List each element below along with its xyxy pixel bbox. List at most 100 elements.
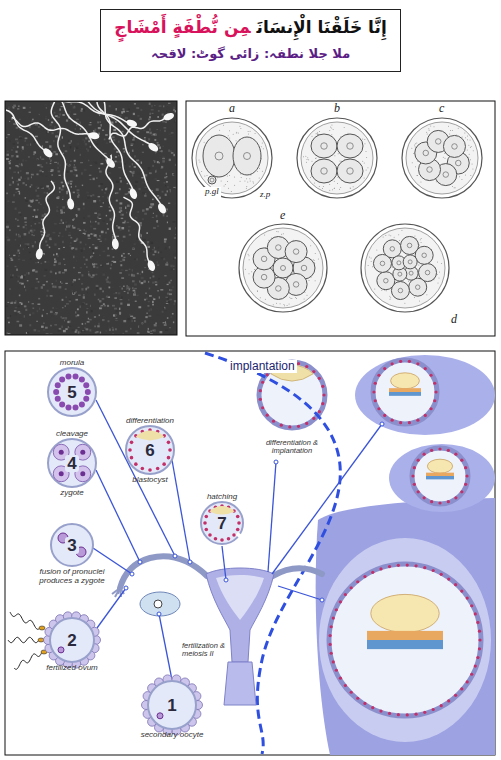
- sperm-micrograph: [136, 211, 137, 212]
- sperm-micrograph: [157, 142, 159, 143]
- sperm-micrograph: [170, 150, 171, 151]
- sperm-micrograph: [167, 298, 169, 300]
- sperm-micrograph: [147, 243, 148, 245]
- sperm-micrograph: [101, 231, 104, 233]
- sperm-micrograph: [6, 163, 8, 164]
- sperm-micrograph: [14, 310, 16, 311]
- sperm-micrograph: [118, 167, 121, 168]
- sperm-micrograph: [75, 147, 78, 149]
- sperm-micrograph: [95, 129, 97, 131]
- sperm-micrograph: [159, 162, 160, 163]
- sperm-micrograph: [126, 161, 128, 163]
- two-cell-egg: [199, 162, 200, 163]
- sperm-micrograph: [165, 321, 166, 323]
- eight-cell-egg: [293, 249, 299, 255]
- four-cell-egg: [305, 156, 306, 157]
- sperm-micrograph: [32, 119, 34, 121]
- sperm-micrograph: [152, 203, 154, 205]
- sperm-micrograph: [7, 332, 8, 334]
- sperm-micrograph: [88, 271, 89, 273]
- sperm-micrograph: [29, 112, 31, 113]
- sperm-micrograph: [18, 184, 19, 186]
- sperm-micrograph: [96, 237, 97, 238]
- sperm-micrograph: [80, 306, 81, 308]
- sperm-micrograph: [139, 280, 140, 282]
- four-cell-egg: [366, 169, 367, 170]
- two-cell-egg: [227, 181, 228, 182]
- sperm-micrograph: [23, 107, 26, 109]
- sperm-micrograph: [155, 323, 157, 324]
- six-cell-egg: [455, 160, 461, 166]
- sperm-micrograph: [62, 307, 64, 308]
- sperm-micrograph: [69, 143, 71, 144]
- sperm-micrograph: [153, 227, 156, 229]
- six-cell-egg: [415, 143, 416, 144]
- sperm-micrograph: [84, 247, 85, 249]
- sperm-micrograph: [105, 262, 108, 263]
- sperm-micrograph: [52, 286, 54, 288]
- sperm-micrograph: [19, 294, 20, 296]
- sperm-micrograph: [31, 232, 33, 233]
- sperm-micrograph: [68, 326, 70, 328]
- sperm-micrograph: [15, 307, 17, 308]
- eight-cell-egg: [248, 273, 249, 274]
- sperm-micrograph: [170, 316, 172, 317]
- sperm-micrograph: [72, 281, 74, 283]
- four-cell-egg: [297, 118, 377, 198]
- sperm-micrograph: [130, 255, 131, 256]
- sperm-micrograph: [132, 248, 134, 250]
- sperm-micrograph: [109, 210, 110, 211]
- sperm-micrograph: [123, 320, 126, 322]
- sperm-micrograph: [54, 286, 56, 288]
- eight-cell-egg: [293, 282, 299, 288]
- sperm-micrograph: [73, 192, 75, 194]
- sperm-micrograph: [158, 110, 160, 112]
- six-cell-egg: [454, 187, 455, 188]
- sperm-micrograph: [32, 270, 35, 272]
- sperm-micrograph: [51, 169, 54, 171]
- sperm-micrograph: [19, 252, 21, 254]
- eight-cell-egg: [314, 260, 315, 261]
- sperm-micrograph: [44, 275, 46, 277]
- sperm-micrograph: [157, 144, 160, 146]
- eight-cell-egg: [261, 256, 267, 262]
- eight-cell-egg: [281, 266, 286, 271]
- sperm-micrograph: [80, 128, 81, 130]
- sperm-micrograph: [76, 260, 77, 262]
- sperm-micrograph: [32, 303, 34, 304]
- sperm-micrograph: [107, 223, 108, 224]
- sperm-micrograph: [90, 225, 92, 227]
- sperm-micrograph: [129, 234, 131, 236]
- sperm-micrograph: [69, 300, 71, 302]
- sperm-micrograph: [170, 280, 172, 282]
- many-cell-egg: [361, 224, 449, 312]
- four-cell-egg: [311, 161, 312, 162]
- sperm-micrograph: [147, 241, 149, 243]
- two-cell-egg: [204, 175, 205, 176]
- sperm-micrograph: [123, 236, 126, 238]
- sperm-micrograph: [30, 230, 33, 232]
- sperm-micrograph: [54, 126, 55, 128]
- four-cell-egg: [315, 158, 316, 159]
- sperm-micrograph: [31, 228, 33, 230]
- sperm-micrograph: [70, 181, 73, 183]
- sperm-micrograph: [85, 244, 86, 246]
- sperm-micrograph: [167, 222, 168, 224]
- sperm-micrograph: [47, 197, 49, 198]
- sperm-micrograph: [115, 138, 117, 140]
- sperm-micrograph: [137, 173, 140, 175]
- sperm-micrograph: [75, 331, 77, 333]
- two-cell-egg: [208, 176, 216, 184]
- sperm-micrograph: [86, 308, 88, 309]
- sperm-micrograph: [28, 301, 29, 302]
- sperm-micrograph: [50, 295, 53, 296]
- sperm-micrograph: [164, 138, 166, 140]
- six-cell-egg: [415, 166, 416, 167]
- four-cell-egg: [331, 124, 332, 125]
- sperm-micrograph: [173, 266, 175, 267]
- sperm-micrograph: [10, 277, 12, 278]
- sperm-micrograph: [7, 239, 9, 241]
- sperm-micrograph: [77, 308, 79, 310]
- sperm-micrograph: [173, 154, 175, 156]
- sperm-micrograph: [141, 177, 143, 178]
